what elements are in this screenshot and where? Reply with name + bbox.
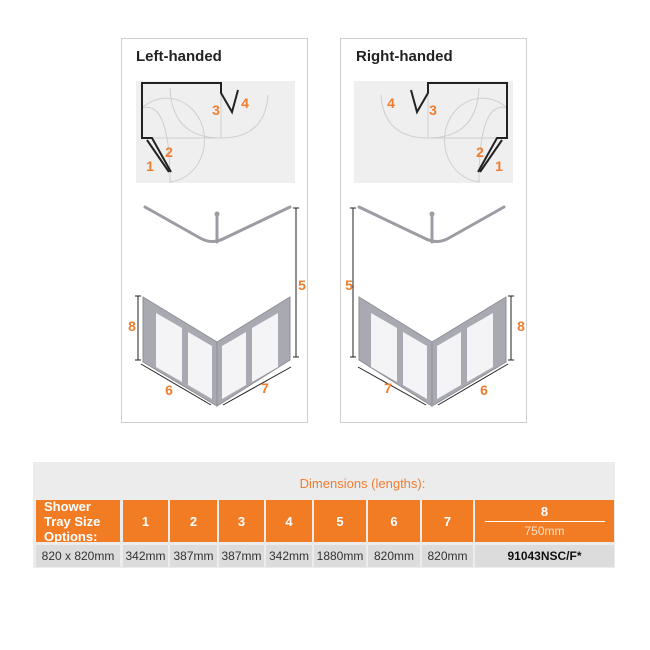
left-label-7: 7 [261, 380, 269, 396]
left-label-4: 4 [241, 95, 249, 111]
right-label-7: 7 [384, 380, 392, 396]
header-col-1: 1 [123, 500, 168, 542]
header-col-6: 6 [368, 500, 420, 542]
left-label-6: 6 [165, 382, 173, 398]
header-col-7: 7 [422, 500, 473, 542]
right-label-2: 2 [476, 144, 484, 160]
left-label-2: 2 [165, 144, 173, 160]
header-col-5: 5 [314, 500, 366, 542]
cell-4: 342mm [266, 545, 312, 567]
cell-product-code: 91043NSC/F* [475, 545, 614, 567]
header-size-options: Shower Tray Size Options: [36, 499, 120, 544]
right-label-8: 8 [517, 318, 525, 334]
left-label-5: 5 [298, 277, 306, 293]
header-col-3: 3 [219, 500, 264, 542]
cell-5: 1880mm [314, 545, 366, 567]
header-col-8-value: 750mm [524, 524, 565, 538]
header-col-2: 2 [170, 500, 217, 542]
dimensions-title: Dimensions (lengths): [299, 476, 426, 491]
left-label-3: 3 [212, 102, 220, 118]
cell-6: 820mm [368, 545, 420, 567]
cell-7: 820mm [422, 545, 473, 567]
right-label-5: 5 [345, 277, 353, 293]
left-handed-panel [121, 38, 308, 423]
right-label-1: 1 [495, 158, 503, 174]
cell-2: 387mm [170, 545, 217, 567]
left-handed-diagram [133, 79, 301, 408]
cell-size: 820 x 820mm [36, 545, 120, 567]
right-handed-title: Right-handed [356, 48, 453, 65]
cell-3: 387mm [219, 545, 264, 567]
cell-1: 342mm [123, 545, 168, 567]
left-label-8: 8 [128, 318, 136, 334]
right-label-3: 3 [429, 102, 437, 118]
header-col-8-label: 8 [484, 504, 605, 522]
left-label-1: 1 [146, 158, 154, 174]
diagrams: 1 2 3 4 5 6 7 8 1 2 3 4 5 6 7 8 [128, 79, 525, 408]
right-label-4: 4 [387, 95, 395, 111]
right-label-6: 6 [480, 382, 488, 398]
header-col-8: 8 750mm [475, 500, 614, 542]
left-handed-title: Left-handed [136, 48, 222, 65]
right-handed-panel [340, 38, 527, 423]
right-handed-diagram [348, 79, 516, 408]
header-col-4: 4 [266, 500, 312, 542]
